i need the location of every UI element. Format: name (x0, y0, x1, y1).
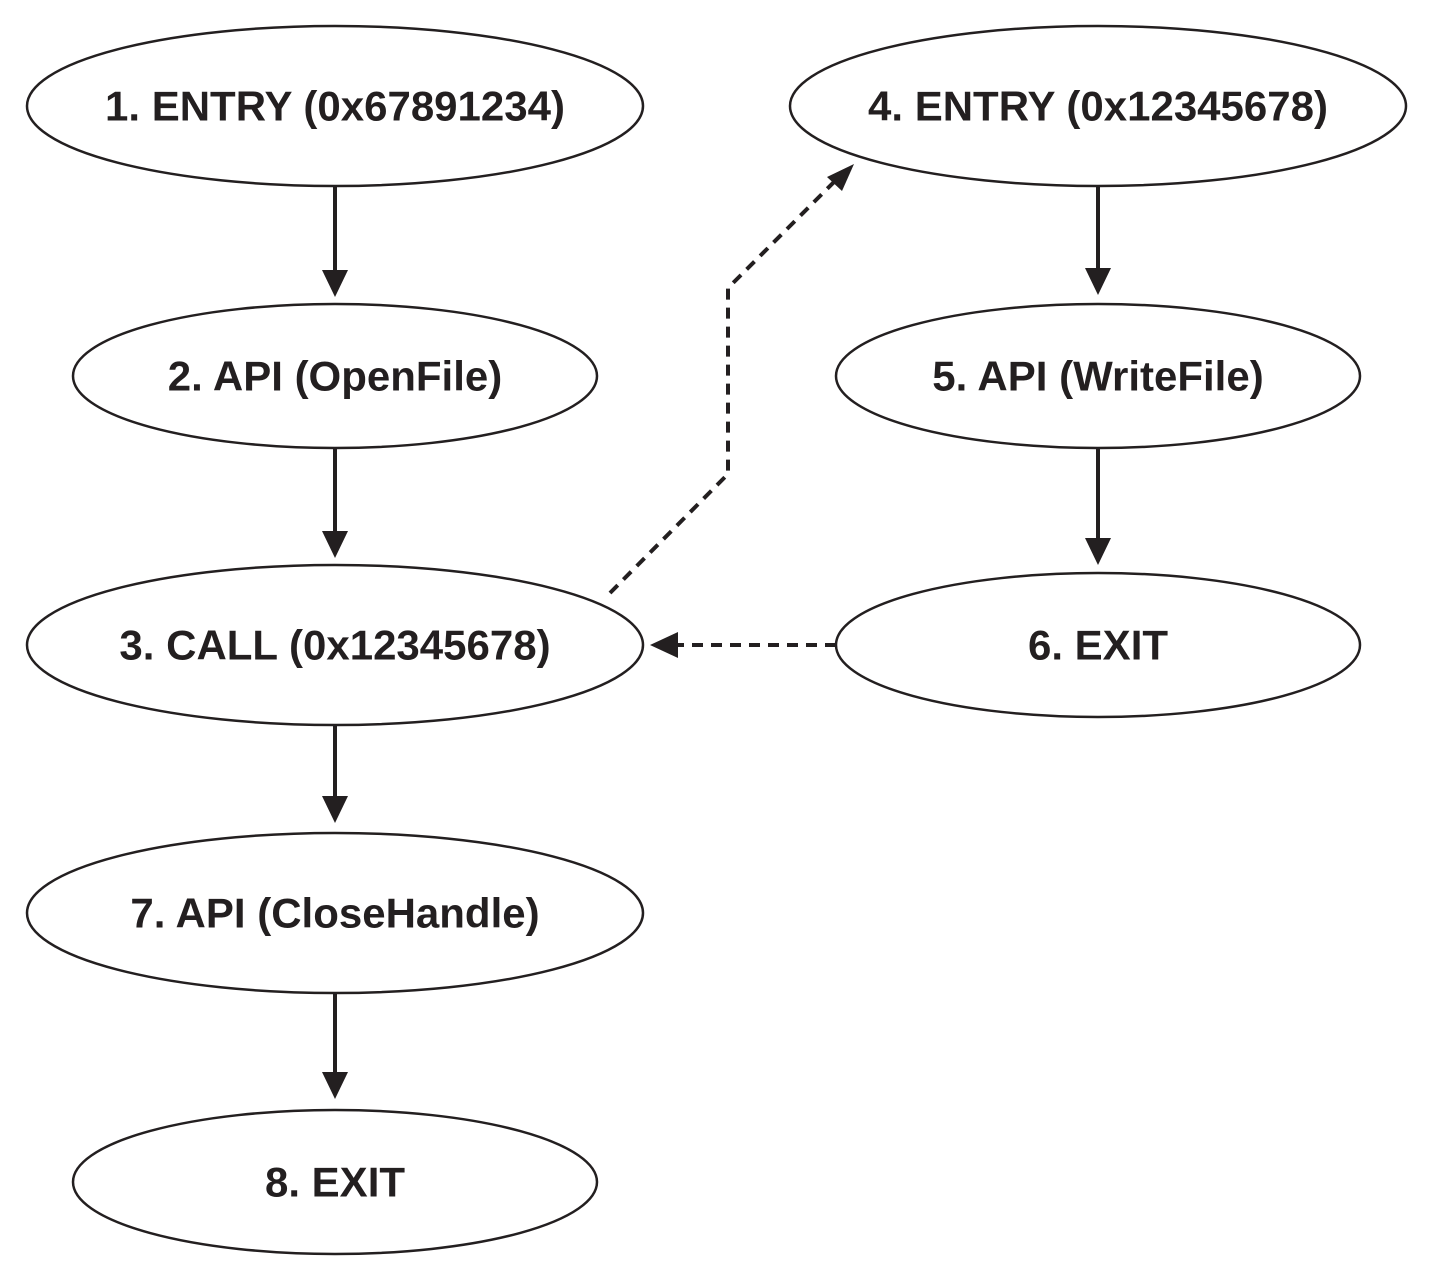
edge-n5-n6 (1085, 449, 1111, 565)
node-5-api: 5. API (WriteFile) (834, 302, 1362, 450)
arrowhead-icon (322, 1072, 348, 1099)
node-2-label: 2. API (OpenFile) (168, 353, 502, 400)
node-3-label: 3. CALL (0x12345678) (119, 622, 550, 669)
node-7-label: 7. API (CloseHandle) (130, 890, 539, 937)
edge-n4-n5 (1085, 187, 1111, 295)
arrowhead-icon (650, 632, 678, 658)
nodes: 1. ENTRY (0x67891234) 2. API (OpenFile) … (25, 24, 1408, 1256)
arrowhead-icon (1085, 538, 1111, 565)
edge-n6-n3-return (650, 632, 836, 658)
node-2-api: 2. API (OpenFile) (71, 302, 599, 450)
edge-n2-n3 (322, 448, 348, 558)
edge-n3-n7 (322, 726, 348, 823)
node-4-entry: 4. ENTRY (0x12345678) (788, 24, 1408, 188)
edges (322, 164, 1111, 1099)
arrowhead-icon (322, 270, 348, 297)
node-4-label: 4. ENTRY (0x12345678) (868, 83, 1328, 130)
node-3-call: 3. CALL (0x12345678) (25, 563, 645, 727)
edge-n1-n2 (322, 187, 348, 297)
arrowhead-icon (322, 796, 348, 823)
node-6-exit: 6. EXIT (834, 571, 1362, 719)
arrowhead-icon (1085, 268, 1111, 295)
node-6-label: 6. EXIT (1028, 622, 1168, 669)
node-8-label: 8. EXIT (265, 1159, 405, 1206)
node-5-label: 5. API (WriteFile) (932, 353, 1263, 400)
node-8-exit: 8. EXIT (71, 1108, 599, 1256)
node-1-entry: 1. ENTRY (0x67891234) (25, 24, 645, 188)
edge-n3-n4-call (608, 164, 854, 595)
node-1-label: 1. ENTRY (0x67891234) (105, 83, 565, 130)
arrowhead-icon (322, 531, 348, 558)
node-7-api: 7. API (CloseHandle) (25, 831, 645, 995)
arrowhead-icon (827, 164, 854, 191)
edge-n7-n8 (322, 994, 348, 1099)
